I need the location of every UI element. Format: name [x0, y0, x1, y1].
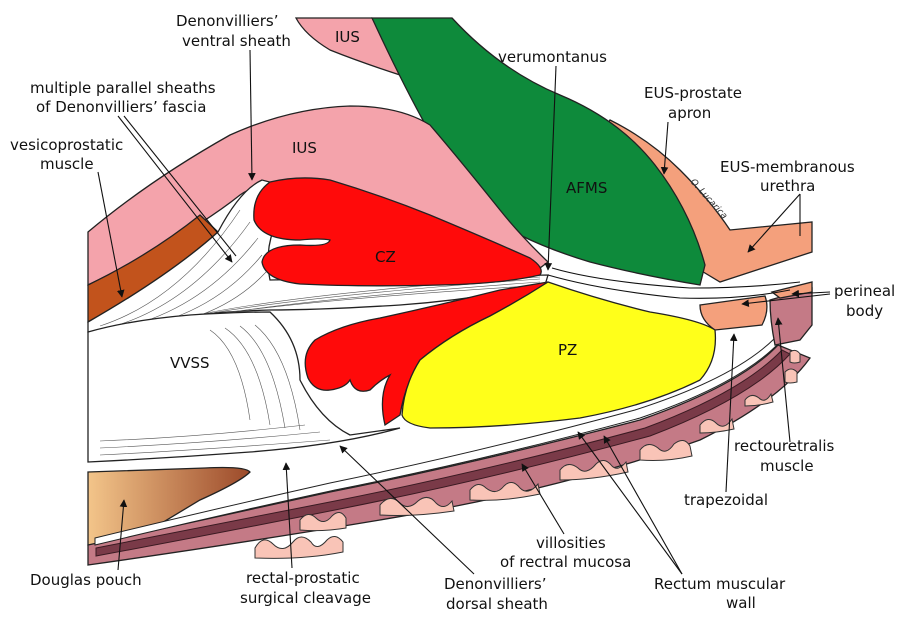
label-douglas-pouch: Douglas pouch: [30, 571, 142, 589]
svg-text:surgical cleavage: surgical cleavage: [240, 589, 371, 607]
region-afms: AFMS: [566, 179, 607, 197]
label-surgical-cleavage: rectal-prostatic surgical cleavage: [240, 569, 371, 607]
label-denonvilliers-ventral: Denonvilliers’ ventral sheath: [176, 12, 291, 50]
svg-text:apron: apron: [668, 104, 711, 122]
label-verumontanus: verumontanus: [498, 48, 607, 66]
label-vesicoprostatic: vesicoprostatic muscle: [10, 136, 123, 173]
label-trapezoidal: trapezoidal: [684, 491, 768, 509]
svg-text:of rectral mucosa: of rectral mucosa: [500, 553, 631, 571]
region-cz: CZ: [375, 248, 396, 266]
svg-text:Douglas pouch: Douglas pouch: [30, 571, 142, 589]
svg-text:multiple parallel sheaths: multiple parallel sheaths: [30, 79, 216, 97]
svg-text:dorsal sheath: dorsal sheath: [446, 595, 548, 613]
svg-text:muscle: muscle: [760, 457, 814, 475]
svg-text:urethra: urethra: [760, 177, 815, 195]
region-pz: PZ: [558, 341, 577, 359]
label-denonvilliers-dorsal: Denonvilliers’ dorsal sheath: [444, 575, 548, 613]
svg-text:vesicoprostatic: vesicoprostatic: [10, 136, 123, 154]
svg-text:Denonvilliers’: Denonvilliers’: [444, 575, 547, 593]
eus-lower-shape: [700, 296, 767, 330]
svg-text:rectal-prostatic: rectal-prostatic: [246, 569, 360, 587]
label-multiple-sheaths: multiple parallel sheaths of Denonvillie…: [30, 79, 216, 116]
region-ius-top: IUS: [335, 28, 360, 46]
label-eus-membranous: EUS-membranous urethra: [720, 158, 855, 195]
svg-text:EUS-membranous: EUS-membranous: [720, 158, 855, 176]
svg-text:wall: wall: [726, 594, 756, 612]
svg-text:villosities: villosities: [536, 534, 606, 552]
svg-text:verumontanus: verumontanus: [498, 48, 607, 66]
label-rectum-wall: Rectum muscular wall: [654, 575, 786, 612]
svg-text:rectouretralis: rectouretralis: [734, 437, 835, 455]
label-rectouretralis: rectouretralis muscle: [734, 437, 835, 475]
svg-text:muscle: muscle: [40, 155, 94, 173]
svg-text:Rectum muscular: Rectum muscular: [654, 575, 786, 593]
label-perineal-body: perineal body: [834, 282, 895, 320]
svg-text:perineal: perineal: [834, 282, 895, 300]
svg-text:of Denonvilliers’ fascia: of Denonvilliers’ fascia: [36, 98, 206, 116]
svg-text:trapezoidal: trapezoidal: [684, 491, 768, 509]
svg-text:Denonvilliers’: Denonvilliers’: [176, 12, 279, 30]
label-villosities: villosities of rectral mucosa: [500, 534, 631, 571]
region-vvss: VVSS: [170, 354, 210, 372]
svg-text:body: body: [846, 302, 883, 320]
region-ius-mid: IUS: [292, 139, 317, 157]
svg-text:ventral sheath: ventral sheath: [182, 32, 291, 50]
svg-text:EUS-prostate: EUS-prostate: [644, 84, 742, 102]
label-eus-apron: EUS-prostate apron: [644, 84, 742, 122]
